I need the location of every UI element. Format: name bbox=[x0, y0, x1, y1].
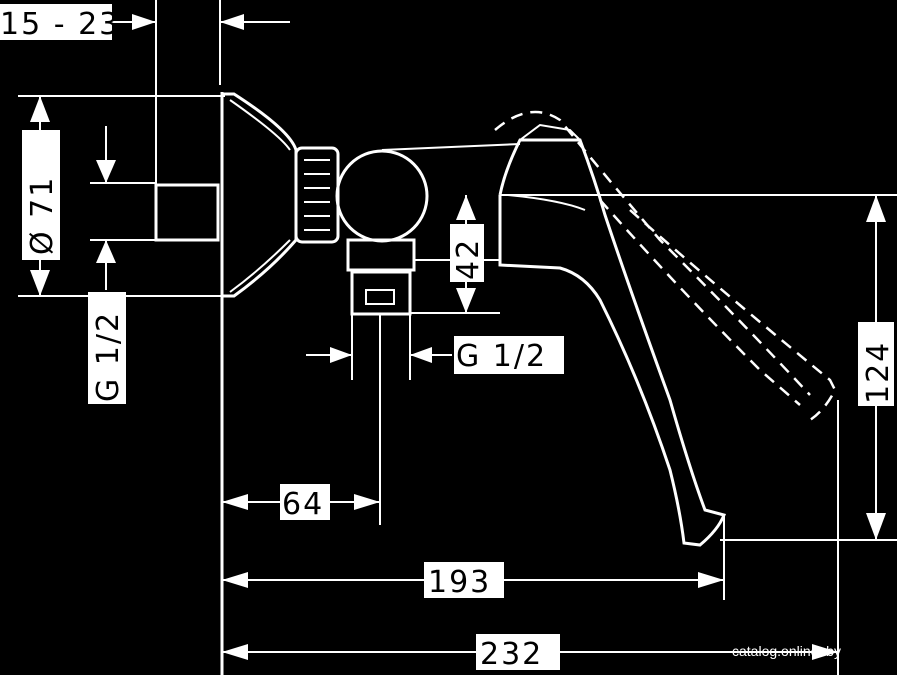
dim-64: 64 bbox=[222, 484, 380, 522]
outlet-connector bbox=[346, 238, 500, 525]
dim-193: 193 bbox=[222, 562, 724, 600]
dim-64-label: 64 bbox=[282, 487, 324, 522]
mixer-body bbox=[335, 149, 429, 243]
dim-height-42-label: 42 bbox=[451, 238, 486, 280]
dim-flange-diameter: Ø 71 bbox=[22, 96, 60, 296]
handle-lever-alternate bbox=[494, 110, 837, 422]
dim-height-124-label: 124 bbox=[861, 341, 896, 404]
dim-wall-thickness-label: 15 - 23 bbox=[0, 7, 120, 42]
dim-thread-left: G 1/2 bbox=[88, 126, 126, 404]
dim-wall-thickness: 15 - 23 bbox=[0, 4, 290, 42]
dim-thread-left-label: G 1/2 bbox=[91, 311, 126, 402]
dim-232-label: 232 bbox=[480, 637, 543, 672]
dim-thread-right-label: G 1/2 bbox=[456, 339, 547, 374]
dim-height-42: 42 bbox=[450, 195, 486, 313]
flange bbox=[222, 92, 298, 298]
dim-height-124: 124 bbox=[858, 195, 896, 540]
dim-thread-right: G 1/2 bbox=[306, 336, 564, 374]
dim-232: 232 bbox=[222, 634, 838, 672]
wall-pipe-stub bbox=[154, 183, 220, 242]
coupling-nut bbox=[294, 146, 340, 244]
watermark: catalog.onliner.by bbox=[732, 643, 841, 659]
dim-flange-diameter-label: Ø 71 bbox=[25, 176, 60, 255]
dim-193-label: 193 bbox=[428, 565, 491, 600]
handle-lever bbox=[498, 123, 727, 547]
